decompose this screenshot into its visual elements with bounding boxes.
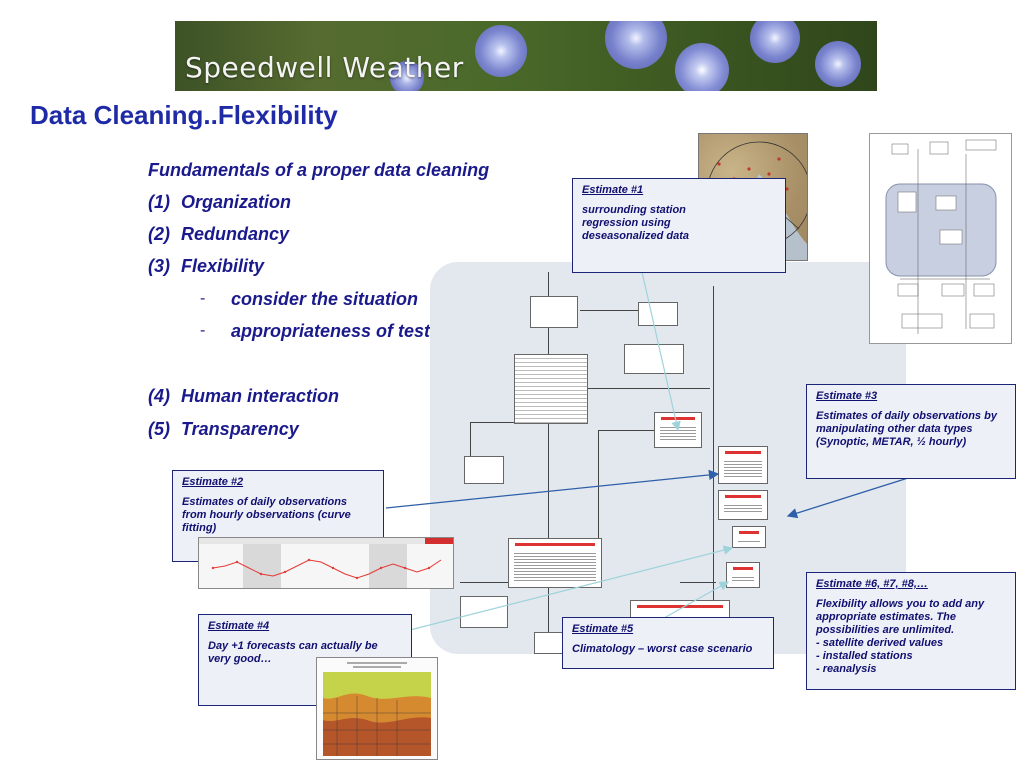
bullet-number: (2) xyxy=(148,224,170,244)
callout-body: Climatology – worst case scenario xyxy=(572,643,753,655)
bullet-item: (5) Transparency xyxy=(148,419,299,440)
page-title: Data Cleaning..Flexibility xyxy=(30,100,338,130)
flower-image xyxy=(750,21,800,63)
flow-connector xyxy=(580,310,640,311)
bullet-text: Transparency xyxy=(181,419,299,439)
flow-box-estimate xyxy=(718,490,768,520)
arrow-est2 xyxy=(385,469,720,509)
bullet-item: (4) Human interaction xyxy=(148,386,339,407)
flower-image xyxy=(815,41,861,87)
flow-box xyxy=(638,302,678,326)
callout-list-item: - installed stations xyxy=(816,650,913,662)
callout-body: surrounding station regression using des… xyxy=(582,204,689,242)
flow-connector xyxy=(713,286,714,646)
flowchart-thumbnail-graphic xyxy=(885,139,997,334)
callout-title: Estimate #6, #7, #8,… xyxy=(816,578,928,590)
flow-connector xyxy=(470,422,550,423)
flow-connector xyxy=(580,388,710,389)
bullet-item: (1) Organization xyxy=(148,192,291,213)
sub-bullet-text: appropriateness of tests xyxy=(231,321,441,341)
flow-box xyxy=(530,296,578,328)
flower-image xyxy=(475,25,527,77)
arrow-est1 xyxy=(641,271,681,432)
bullet-number: (1) xyxy=(148,192,170,212)
sub-bullet-text: consider the situation xyxy=(231,289,419,309)
banner-logo-text: Speedwell Weather xyxy=(185,51,464,84)
arrow-est5 xyxy=(663,581,730,619)
flow-connector xyxy=(680,582,716,583)
sub-bullet-dash: - xyxy=(200,322,206,339)
flower-image xyxy=(605,21,667,69)
flow-box xyxy=(624,344,684,374)
callout-list-item: - reanalysis xyxy=(816,663,877,675)
arrow-est3 xyxy=(786,477,909,519)
flow-box-estimate xyxy=(726,562,760,588)
callout-body: Day +1 forecasts can actually be very go… xyxy=(208,640,378,665)
flow-connector xyxy=(460,582,548,583)
flow-box xyxy=(460,596,508,628)
bullet-text: Human interaction xyxy=(181,386,340,406)
flow-connector xyxy=(470,422,471,457)
bullet-item: (3) Flexibility xyxy=(148,256,264,277)
curve-fitting-chart xyxy=(198,537,454,589)
callout-title: Estimate #2 xyxy=(182,476,244,488)
callout-body: Estimates of daily observations by manip… xyxy=(816,410,997,448)
forecast-map-image xyxy=(316,657,438,760)
flow-connector xyxy=(598,430,599,540)
callout-title: Estimate #3 xyxy=(816,390,878,402)
bullet-item: (2) Redundancy xyxy=(148,224,289,245)
callout-list-item: - satellite derived values xyxy=(816,637,944,649)
bullet-number: (3) xyxy=(148,256,170,276)
callout-estimate-3: Estimate #3 Estimates of daily observati… xyxy=(806,384,1016,479)
bullet-number: (5) xyxy=(148,419,170,439)
flow-connector xyxy=(548,272,549,648)
forecast-map-graphic xyxy=(317,658,437,759)
header-banner: Speedwell Weather xyxy=(175,21,877,91)
callout-estimate-6-7-8: Estimate #6, #7, #8,… Flexibility allows… xyxy=(806,572,1016,690)
curve-fitting-graphic xyxy=(199,538,453,588)
callout-body: Flexibility allows you to add any approp… xyxy=(816,598,985,636)
bullet-text: Redundancy xyxy=(181,224,290,244)
flow-box-estimate xyxy=(732,526,766,548)
flower-image xyxy=(675,43,729,91)
arrow-est4 xyxy=(409,545,734,631)
sub-bullet-dash: - xyxy=(200,290,206,307)
callout-estimate-5: Estimate #5 Climatology – worst case sce… xyxy=(562,617,774,669)
callout-estimate-1: Estimate #1 surrounding station regressi… xyxy=(572,178,786,273)
flowchart-thumbnail xyxy=(869,133,1012,344)
flow-box-estimate xyxy=(508,538,602,588)
callout-title: Estimate #4 xyxy=(208,620,270,632)
callout-body: Estimates of daily observations from hou… xyxy=(182,496,351,534)
flow-box xyxy=(514,354,588,424)
callout-title: Estimate #5 xyxy=(572,623,634,635)
bullet-text: Organization xyxy=(181,192,292,212)
flow-connector xyxy=(598,430,658,431)
callout-title: Estimate #1 xyxy=(582,184,644,196)
bullet-number: (4) xyxy=(148,386,170,406)
flow-box-estimate xyxy=(718,446,768,484)
bullet-heading: Fundamentals of a proper data cleaning xyxy=(148,160,490,180)
flower-image xyxy=(390,61,424,91)
bullet-text: Flexibility xyxy=(181,256,265,276)
flow-box xyxy=(464,456,504,484)
